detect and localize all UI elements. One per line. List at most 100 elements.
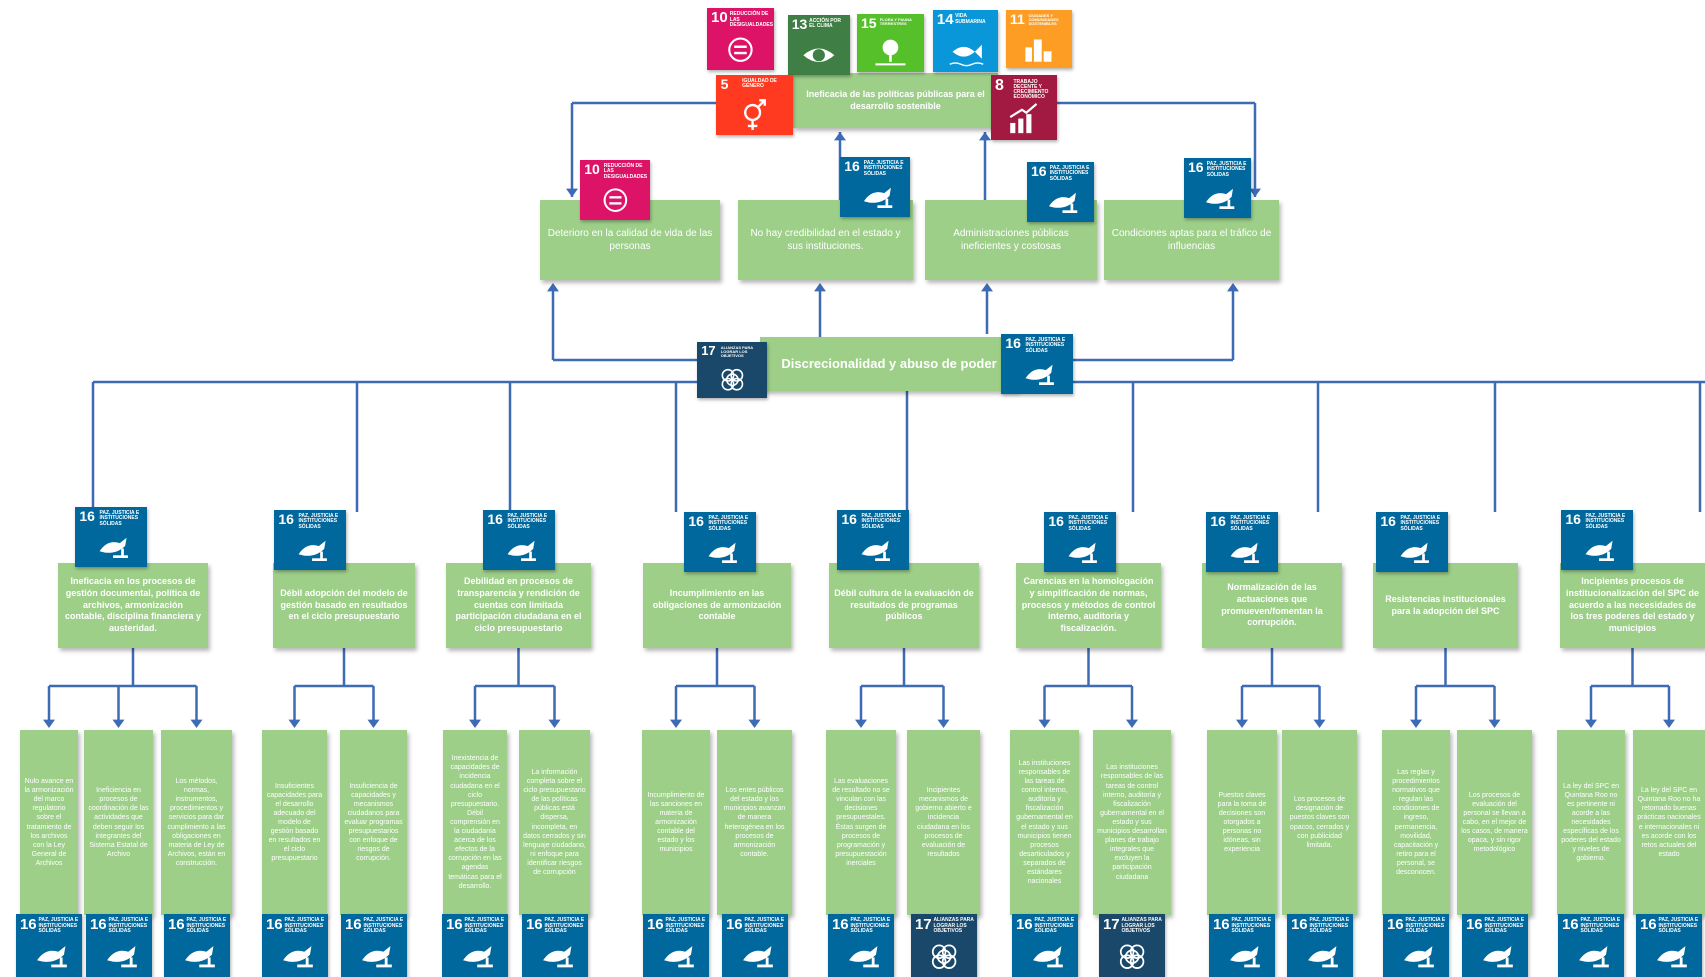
sdg-label: PAZ, JUSTICIA E INSTITUCIONES SÓLIDAS	[1230, 515, 1271, 532]
sdg-number: 10	[711, 9, 728, 27]
sub-cause-text: Inexistencia de capacidades de incidenci…	[448, 755, 502, 890]
sdg-number: 16	[278, 511, 294, 528]
sub-cause-box: Los procesos de designación de puestos c…	[1282, 730, 1357, 915]
sdg-number: 16	[646, 915, 664, 933]
dove-gavel-icon	[863, 187, 892, 208]
sub-cause-box: La ley del SPC en Quintana Roo no es per…	[1557, 730, 1625, 915]
sub-cause-box: La ley del SPC en Quintana Roo no ha ret…	[1633, 730, 1705, 915]
arrow-head	[547, 283, 559, 292]
dove-gavel-icon	[1307, 946, 1338, 968]
sdg-number: 16	[167, 915, 185, 933]
sdg-label: PAZ, JUSTICIA E INSTITUCIONES SÓLIDAS	[99, 510, 140, 527]
cause-box: Normalización de las actuaciones que pro…	[1202, 563, 1342, 648]
sdg-label: PAZ, JUSTICIA E INSTITUCIONES SÓLIDAS	[38, 917, 79, 934]
core-problem-box: Discrecionalidad y abuso de poder	[760, 337, 1018, 391]
sdg-number: 16	[1465, 915, 1483, 933]
cause-text: Ineficacia en los procesos de gestión do…	[64, 576, 202, 634]
sub-cause-box: Las evaluaciones de resultado no se vinc…	[826, 730, 896, 915]
arrow-head	[855, 719, 867, 728]
dove-gavel-icon	[1578, 946, 1609, 968]
top-problem-text: Ineficacia de las políticas públicas par…	[806, 88, 985, 111]
sdg-label: PAZ, JUSTICIA E INSTITUCIONES SÓLIDAS	[507, 513, 548, 530]
sdg-label: TRABAJO DECENTE Y CRECIMIENTO ECONÓMICO	[1013, 78, 1049, 101]
sub-cause-text: Ineficiencia en procesos de coordinación…	[88, 787, 149, 858]
cause-box: Carencias en la homologación y simplific…	[1016, 563, 1161, 648]
partnership-rings-icon	[1119, 944, 1145, 970]
sdg-number: 16	[1048, 513, 1064, 530]
climate-eye-icon	[803, 48, 835, 62]
effect-text: Administraciones públicas ineficientes y…	[953, 228, 1069, 252]
sdg-number: 10	[584, 161, 600, 178]
sdg-number: 16	[831, 915, 849, 933]
sub-cause-box: Incumplimiento de las sanciones en mater…	[642, 730, 710, 915]
arrow-head	[1126, 719, 1138, 728]
arrow-head	[979, 132, 991, 141]
sdg-number: 13	[791, 16, 808, 33]
sub-cause-box: Los entes públicos del estado y los muni…	[717, 730, 792, 915]
sdg-number: 15	[861, 15, 877, 32]
sdg-label: PAZ, JUSTICIA E INSTITUCIONES SÓLIDAS	[363, 917, 404, 934]
dove-gavel-icon	[1656, 946, 1687, 968]
cause-box: Incumplimiento en las obligaciones de ar…	[643, 563, 791, 648]
arrow-head	[1227, 283, 1239, 292]
sdg-number: 16	[445, 915, 463, 933]
arrow-head	[190, 719, 203, 728]
arrow-head	[814, 283, 826, 292]
arrow-head	[1038, 719, 1051, 728]
sdg-number: 16	[1639, 915, 1657, 933]
sdg-label: PAZ, JUSTICIA E INSTITUCIONES SÓLIDAS	[1025, 337, 1066, 354]
sub-cause-box: Insuficiencia de capacidades y mecanismo…	[340, 730, 407, 915]
cause-text: Débil adopción del modelo de gestión bas…	[280, 587, 408, 622]
dove-gavel-icon	[507, 540, 536, 561]
dove-gavel-icon	[861, 540, 890, 561]
sub-cause-box: Las instituciones responsables de las ta…	[1010, 730, 1079, 915]
sdg-label: PAZ, JUSTICIA E INSTITUCIONES SÓLIDAS	[1206, 161, 1247, 178]
dove-gavel-icon	[1403, 946, 1434, 968]
arrow-head	[1313, 719, 1326, 728]
sdg-label: PAZ, JUSTICIA E INSTITUCIONES SÓLIDAS	[1658, 917, 1699, 934]
cause-box: Incipientes procesos de institucionaliza…	[1560, 563, 1705, 648]
core-problem-text: Discrecionalidad y abuso de poder	[781, 355, 997, 371]
sub-cause-box: Inexistencia de capacidades de incidenci…	[443, 730, 507, 915]
arrow-head	[1236, 719, 1248, 728]
sub-cause-box: Insuficientes capacidades para el desarr…	[262, 730, 327, 915]
sub-cause-text: Los procesos de designación de puestos c…	[1289, 796, 1350, 849]
dove-gavel-icon	[1585, 540, 1614, 561]
sdg-label: VIDA SUBMARINA	[955, 13, 986, 25]
dove-gavel-icon	[1068, 542, 1097, 563]
sdg-number: 16	[1210, 513, 1226, 530]
reduced-inequalities-icon	[728, 37, 753, 62]
dove-gavel-icon	[1032, 946, 1063, 968]
arrow-head	[112, 719, 125, 728]
sdg-number: 16	[525, 915, 543, 933]
dove-gavel-icon	[708, 542, 737, 563]
cause-text: Debilidad en procesos de transparencia y…	[455, 576, 582, 634]
sdg-number: 14	[936, 11, 954, 29]
dove-gavel-icon	[848, 946, 879, 968]
sdg-label: PAZ, JUSTICIA E INSTITUCIONES SÓLIDAS	[1034, 917, 1075, 934]
dove-gavel-icon	[462, 946, 493, 968]
sdg-label: ACCIÓN POR EL CLIMA	[809, 18, 842, 30]
dove-gavel-icon	[99, 537, 128, 558]
sdg-label: PAZ, JUSTICIA E INSTITUCIONES SÓLIDAS	[108, 917, 149, 934]
cause-text: Resistencias institucionales para la ado…	[1385, 593, 1506, 616]
arrow-head	[43, 719, 55, 728]
effect-text: Condiciones aptas para el tráfico de inf…	[1111, 228, 1272, 252]
arrow-head	[548, 719, 561, 728]
effect-text: No hay credibilidad en el estado y sus i…	[750, 228, 901, 252]
cause-box: Resistencias institucionales para la ado…	[1373, 563, 1518, 648]
sub-cause-text: Insuficientes capacidades para el desarr…	[266, 782, 323, 863]
effect-box: Deterioro en la calidad de vida de las p…	[540, 200, 720, 280]
